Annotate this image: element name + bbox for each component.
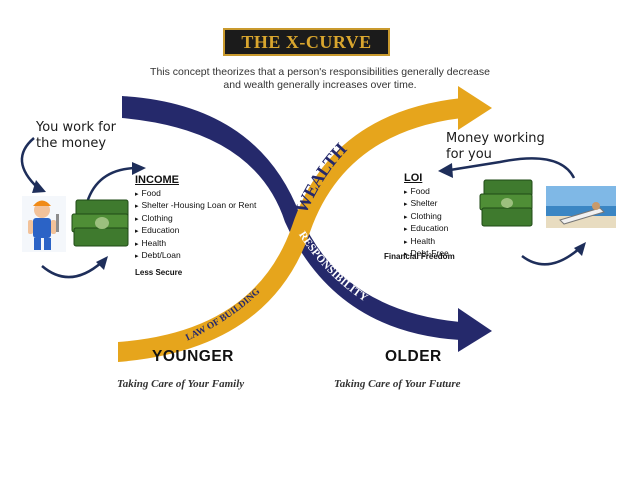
left-cycle-arrow-mid [84, 166, 139, 207]
left-cycle-arrow-bottom [41, 261, 103, 279]
responsibility-label: RESPONSIBILITY [296, 229, 370, 304]
wealth-arrowhead [458, 86, 492, 130]
loi-panel: LOI Food Shelter Clothing Education Heal… [404, 172, 449, 260]
left-note-line-2: the money [36, 136, 107, 151]
income-title: INCOME [135, 174, 179, 186]
left-cycle-arrow-top [20, 137, 39, 189]
subtitle: This concept theorizes that a person's r… [110, 66, 530, 92]
list-item: Shelter [404, 198, 449, 210]
money-stack-icon [71, 199, 129, 247]
title-box: THE X-CURVE [223, 28, 390, 56]
list-item: Debt/Loan [135, 250, 256, 262]
left-note: You work for the money [36, 120, 116, 152]
right-cycle-arrowhead-top [438, 163, 453, 178]
list-item: Shelter -Housing Loan or Rent [135, 200, 257, 212]
money-stack-icon [479, 179, 533, 227]
list-item: Clothing [135, 213, 256, 225]
income-list: Food Shelter -Housing Loan or Rent Cloth… [135, 188, 257, 262]
loi-caption: Financial Freedom [384, 252, 455, 261]
beach-relax-icon [546, 186, 616, 228]
right-note-line-2: for you [446, 147, 492, 162]
responsibility-curve [122, 96, 460, 340]
younger-label: YOUNGER [152, 348, 234, 365]
list-item: Debt-Free [404, 248, 449, 260]
diagram-title: THE X-CURVE [241, 32, 372, 52]
right-cycle-arrowhead-bottom [574, 242, 586, 256]
income-panel: INCOME Food Shelter -Housing Loan or Ren… [135, 174, 256, 277]
list-item: Health [135, 238, 256, 250]
right-note-line-1: Money working [446, 131, 545, 146]
loi-list: Food Shelter Clothing Education Health D… [404, 186, 449, 260]
subtitle-line-1: This concept theorizes that a person's r… [150, 66, 490, 78]
left-note-line-1: You work for [36, 120, 117, 135]
list-item: Food [135, 188, 256, 200]
younger-tagline: Taking Care of Your Family [117, 378, 245, 390]
left-cycle-arrowhead-mid [132, 162, 146, 175]
loi-title: LOI [404, 172, 423, 184]
right-cycle-arrow-bottom [521, 247, 581, 266]
left-cycle-arrowhead-top [32, 180, 46, 193]
list-item: Food [404, 186, 449, 198]
income-caption: Less Secure [135, 268, 183, 278]
worker-icon [22, 196, 66, 252]
list-item: Health [404, 236, 449, 248]
older-label: OLDER [385, 348, 442, 365]
right-cycle-arrow-top [449, 157, 576, 179]
list-item: Education [135, 225, 256, 237]
left-cycle-arrowhead-bottom [96, 256, 108, 270]
right-note: Money working for you [446, 131, 545, 163]
list-item: Clothing [404, 211, 449, 223]
wealth-curve [118, 98, 462, 362]
responsibility-arrowhead [458, 308, 492, 352]
subtitle-line-2: and wealth generally increases over time… [223, 79, 417, 91]
older-tagline: Taking Care of Your Future [334, 378, 461, 390]
list-item: Education [404, 223, 449, 235]
